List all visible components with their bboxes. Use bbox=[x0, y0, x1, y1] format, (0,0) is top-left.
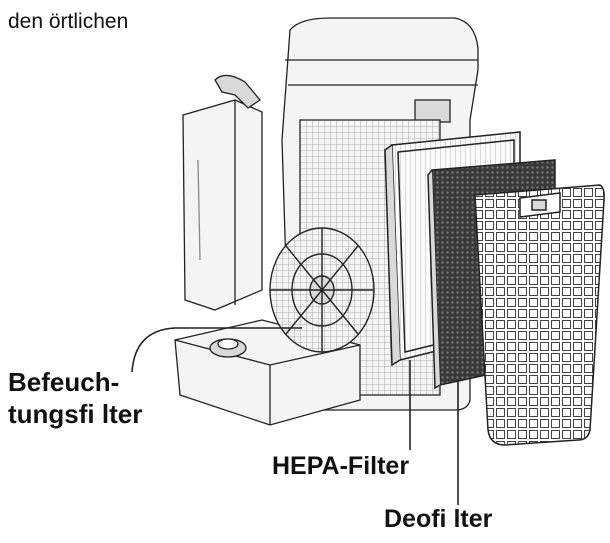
humidifier-filter-wheel bbox=[269, 227, 375, 353]
front-grille-panel bbox=[474, 184, 605, 446]
leader-line-humidifier bbox=[131, 327, 302, 373]
header-text: den örtlichen bbox=[8, 10, 129, 33]
label-hepa-filter: HEPA-Filter bbox=[272, 452, 410, 480]
label-deodorizing-filter: Deofi lter bbox=[384, 505, 493, 533]
label-humidifier-filter-line2: tungsfi lter bbox=[8, 399, 143, 429]
water-tank bbox=[182, 74, 263, 311]
leader-lines bbox=[131, 327, 459, 505]
label-humidifier-filter: Befeuch- tungsfi lter bbox=[8, 366, 142, 430]
label-humidifier-filter-line1: Befeuch- bbox=[8, 367, 120, 397]
